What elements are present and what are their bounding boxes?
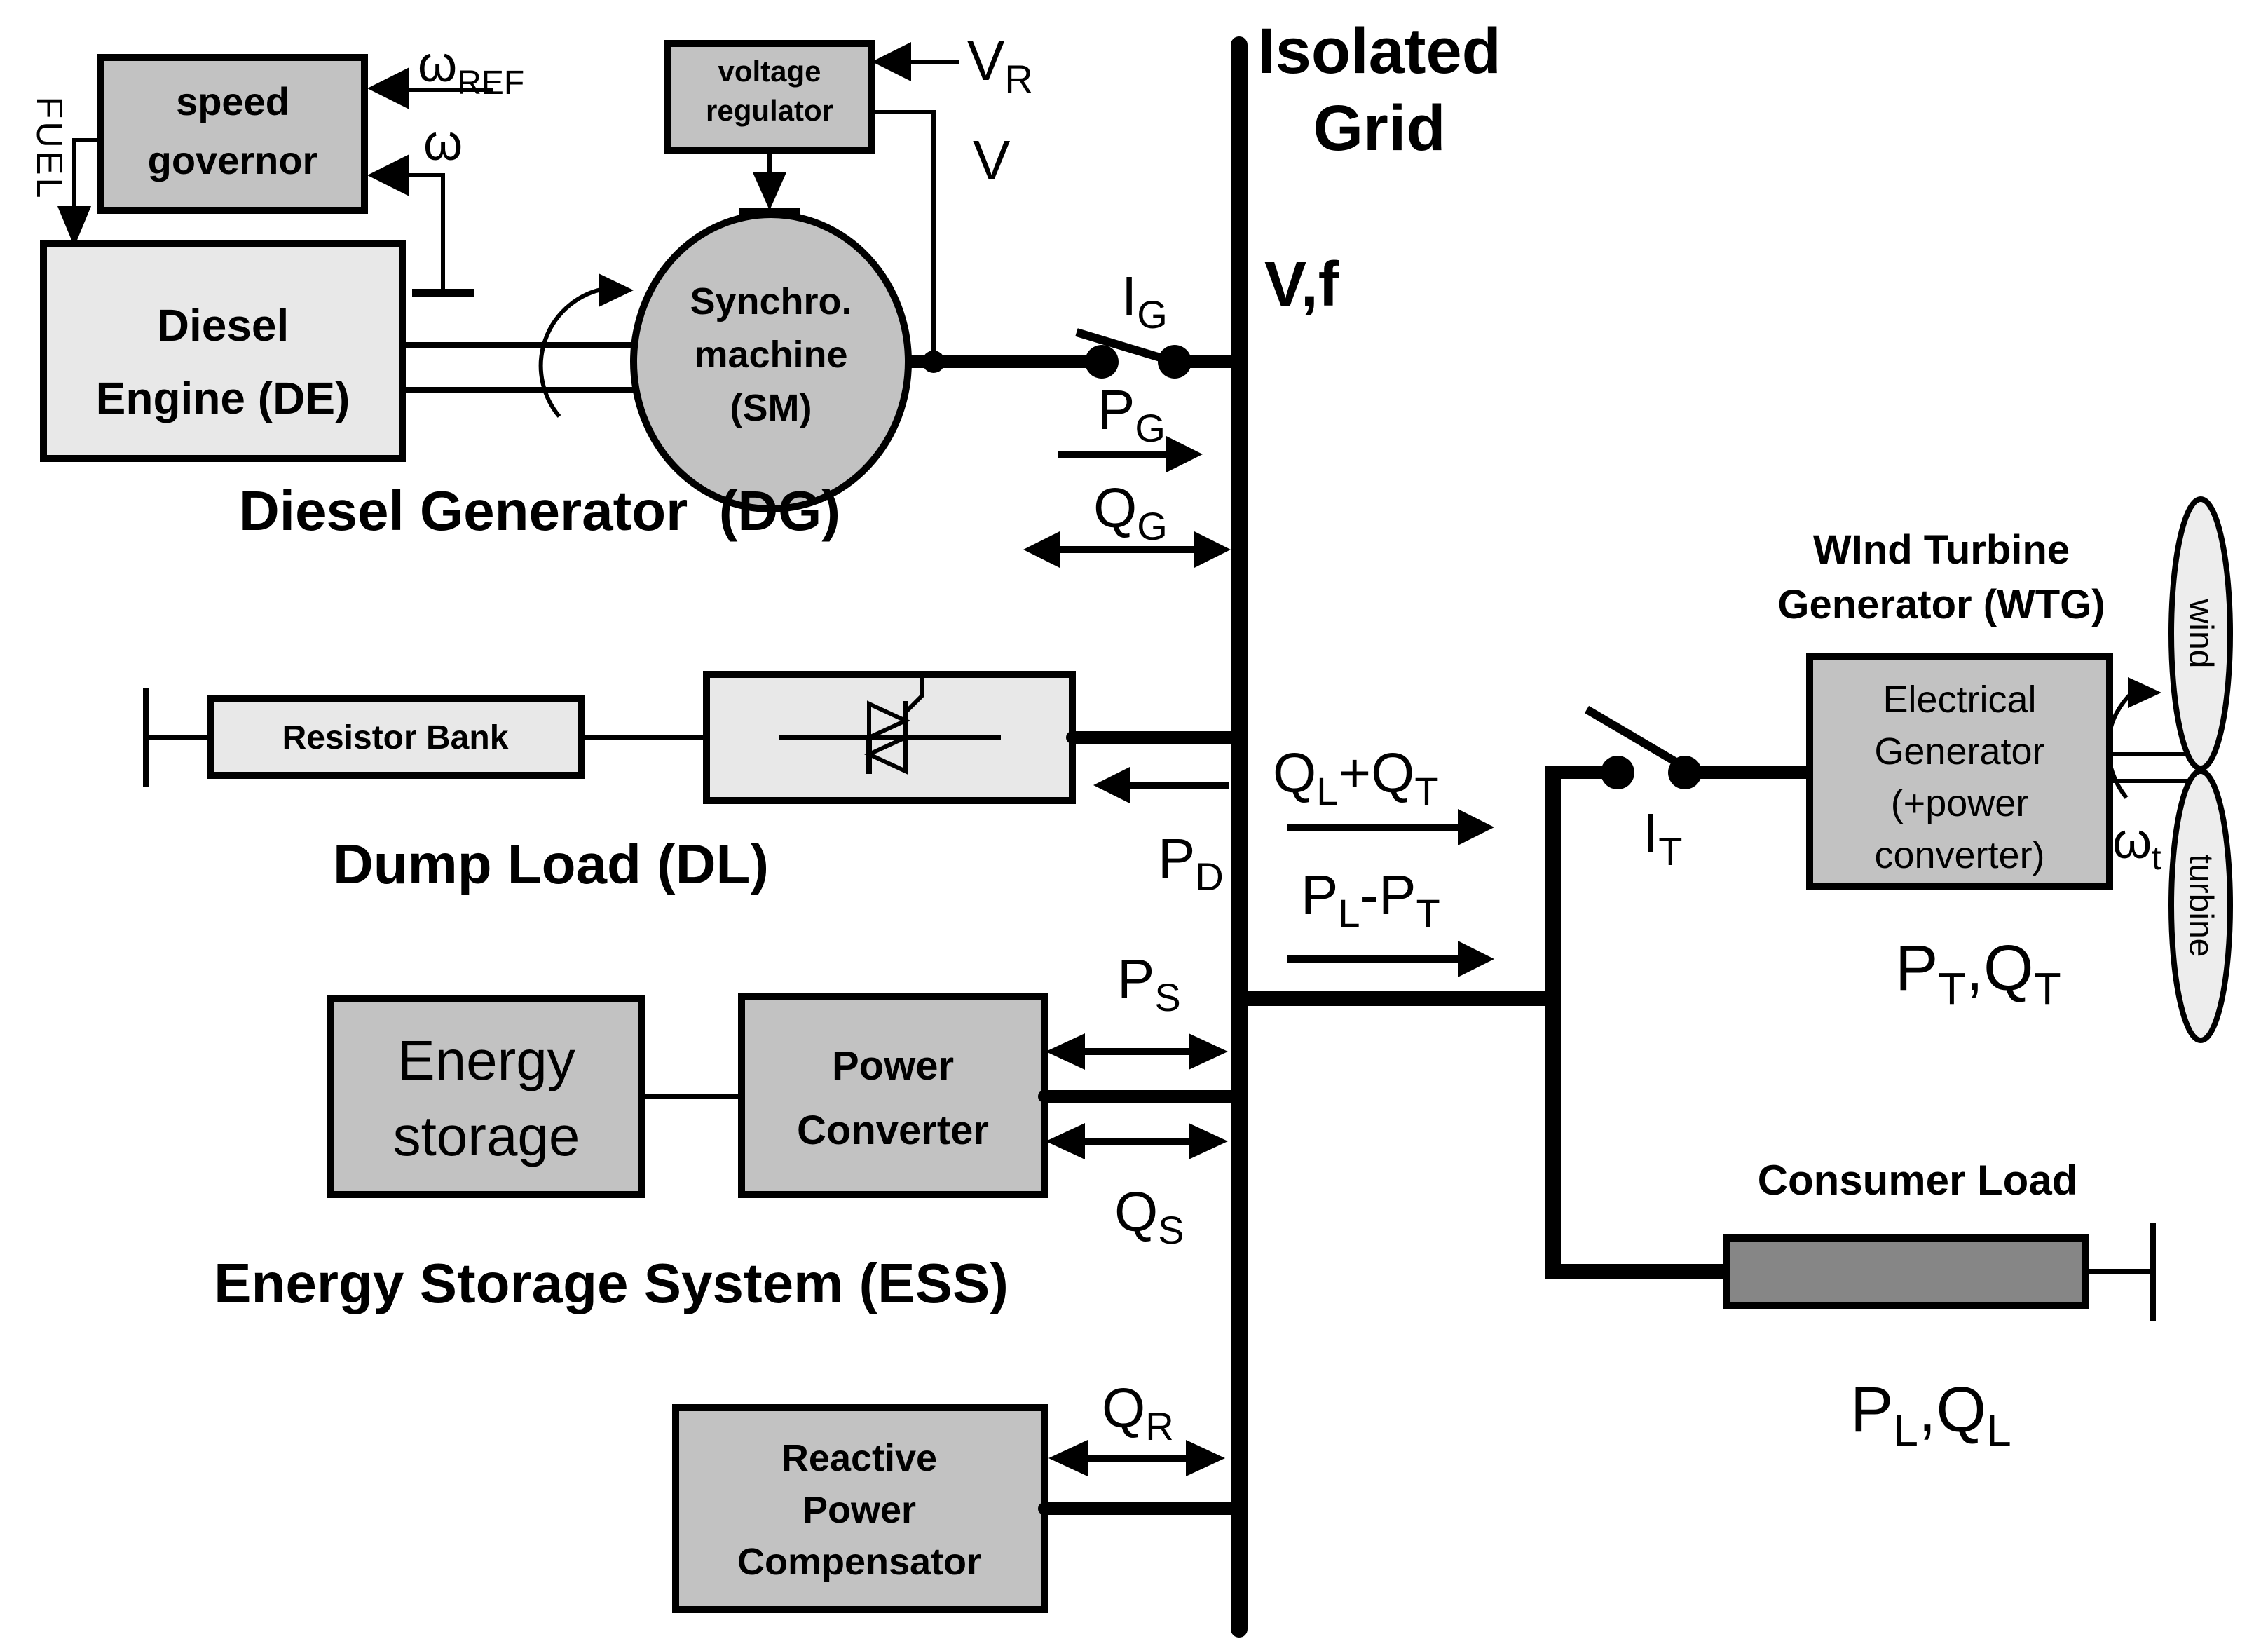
rpc-label-line1: Reactive <box>781 1437 937 1479</box>
vr-arrowhead-icon <box>872 42 911 81</box>
wtg-caption-line1: WInd Turbine <box>1813 527 2070 573</box>
voltage-regulator-label-line1: voltage <box>718 55 821 88</box>
synchronous-machine-label-line3: (SM) <box>730 387 812 429</box>
electrical-generator-label-line1: Electrical <box>1883 679 2036 721</box>
voltage-regulator-label-line2: regulator <box>706 94 833 127</box>
speed-governor-label-line1: speed <box>176 79 289 123</box>
v-sense-line <box>872 110 936 362</box>
grid-vf-label: V,f <box>1264 250 1340 320</box>
it-label: IT <box>1643 802 1682 873</box>
plpt-arrowhead-icon <box>1458 941 1494 977</box>
consumer-load-box <box>1723 1234 2089 1309</box>
omega-feedback-line <box>409 173 445 290</box>
dump-load-caption: Dump Load (DL) <box>333 833 769 895</box>
triac-gate-line <box>903 674 924 714</box>
diesel-generator-caption: Diesel Generator (DG) <box>239 479 840 542</box>
pd-label: PD <box>1158 827 1224 899</box>
omega-t-label: ωt <box>2112 813 2161 877</box>
isolated-grid-label-line2: Grid <box>1313 93 1445 164</box>
qs-arrowhead-right-icon <box>1189 1123 1228 1159</box>
power-converter-label-line1: Power <box>832 1043 954 1089</box>
qr-arrowhead-left-icon <box>1048 1440 1088 1476</box>
triac-triangle-right-icon <box>867 700 911 741</box>
shaft-rotation-arrowhead-icon <box>599 273 634 307</box>
ps-label: PS <box>1117 948 1181 1019</box>
pg-label: PG <box>1098 379 1166 450</box>
fuel-line <box>72 138 101 209</box>
energy-storage-label-line1: Energy <box>397 1029 575 1091</box>
qg-label: QG <box>1093 477 1168 548</box>
wind-blade-label: wind <box>2182 599 2220 669</box>
ps-arrowhead-right-icon <box>1189 1033 1228 1070</box>
reactive-power-compensator-box <box>672 1404 1048 1613</box>
qr-label: QR <box>1102 1377 1174 1448</box>
diesel-engine-box <box>40 240 406 462</box>
omega-arrowhead-icon <box>367 154 409 196</box>
qg-arrowhead-right-icon <box>1194 531 1231 568</box>
rpc-label-line2: Power <box>802 1489 916 1531</box>
fuel-arrowhead-icon <box>57 206 91 247</box>
shaft-rotation-arc <box>538 287 605 418</box>
electrical-generator-label-line3: (+power <box>1891 782 2029 824</box>
resistor-bank-label: Resistor Bank <box>282 719 509 756</box>
ps-arrowhead-left-icon <box>1046 1033 1085 1070</box>
speed-governor-box <box>97 54 368 214</box>
synchronous-machine-label-line1: Synchro. <box>690 280 852 322</box>
ess-caption: Energy Storage System (ESS) <box>214 1252 1009 1314</box>
turbine-rotation-arrowhead-icon <box>2128 677 2161 708</box>
qr-arrowhead-right-icon <box>1186 1440 1225 1476</box>
it-switch-dot-left <box>1601 756 1634 789</box>
diesel-engine-label-line1: Diesel <box>157 300 289 351</box>
v-label: V <box>973 129 1011 191</box>
electrical-generator-label-line4: converter) <box>1874 834 2044 876</box>
turbine-rotation-arc <box>2106 691 2134 799</box>
diesel-engine-label-line2: Engine (DE) <box>96 373 350 423</box>
speed-governor-label-line2: governor <box>148 138 318 182</box>
consumer-load-caption: Consumer Load <box>1758 1157 2078 1204</box>
ig-label: IG <box>1121 265 1168 336</box>
qg-arrowhead-left-icon <box>1023 531 1060 568</box>
pd-arrowhead-icon <box>1093 767 1130 803</box>
energy-storage-label-line2: storage <box>393 1105 580 1167</box>
omega-ref-arrowhead-icon <box>367 67 409 109</box>
excitation-arrowhead-icon <box>753 172 786 210</box>
turbine-blade-label: turbine <box>2182 855 2220 958</box>
qlqt-flow-label: QL+QT <box>1273 742 1439 813</box>
power-converter-label-line2: Converter <box>797 1108 989 1153</box>
qs-label: QS <box>1114 1181 1184 1252</box>
energy-storage-box <box>327 995 645 1198</box>
isolated-grid-label-line1: Isolated <box>1257 15 1501 87</box>
qs-arrowhead-left-icon <box>1046 1123 1085 1159</box>
turbine-blade-ellipse <box>2168 768 2233 1043</box>
ig-switch-dot-left <box>1085 345 1119 379</box>
plpt-flow-label: PL-PT <box>1301 864 1440 935</box>
power-converter-box <box>738 993 1048 1198</box>
triac-triangle-left-icon <box>863 734 908 775</box>
it-switch-blade <box>1584 705 1692 774</box>
electrical-generator-label-line2: Generator <box>1874 730 2044 773</box>
vr-label: VR <box>967 29 1033 101</box>
synchronous-machine-label-line2: machine <box>694 334 847 376</box>
electrical-generator-box <box>1806 653 2113 890</box>
pg-arrowhead-icon <box>1166 436 1203 472</box>
omega-label: ω <box>423 115 463 171</box>
ptqt-label: PT,QT <box>1895 932 2061 1014</box>
ig-switch-blade <box>1075 328 1180 367</box>
plql-label: PL,QL <box>1850 1374 2011 1455</box>
omega-ref-label: ωREF <box>418 36 524 102</box>
fuel-label: FUEL <box>29 97 69 201</box>
qlqt-arrowhead-icon <box>1458 809 1494 845</box>
rpc-label-line3: Compensator <box>737 1541 981 1583</box>
wtg-caption-line2: Generator (WTG) <box>1777 582 2105 627</box>
